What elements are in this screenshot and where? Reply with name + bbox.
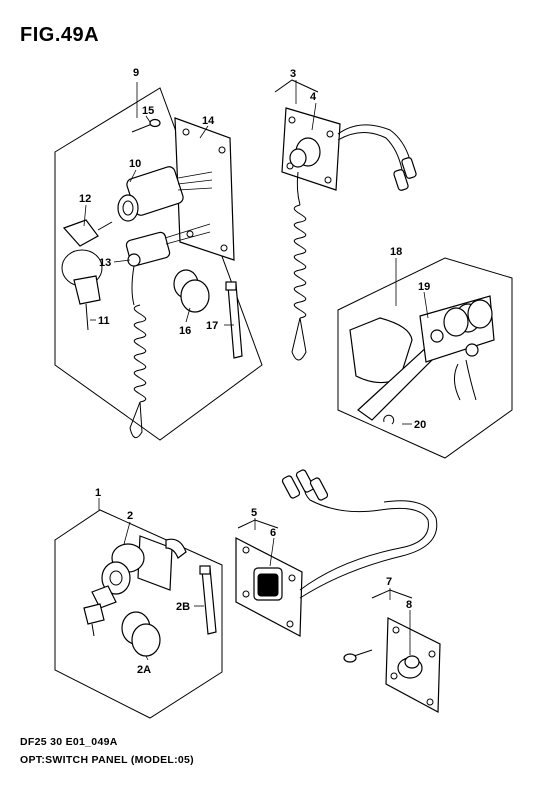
screw-15 (131, 118, 161, 133)
group-7-switch-plate (343, 589, 441, 713)
callout-16: 16 (179, 325, 191, 337)
figure-title: FIG.49A (20, 24, 100, 46)
clip-20 (383, 414, 395, 425)
cable-tie-17 (225, 281, 243, 359)
cap-2A (121, 611, 161, 657)
callout-leaders (83, 80, 429, 661)
callout-8: 8 (406, 599, 412, 611)
callout-5: 5 (251, 507, 257, 519)
cap-16 (173, 269, 210, 313)
callout-18: 18 (390, 246, 402, 258)
group-18-bracket-kit (337, 257, 513, 459)
plate-14 (174, 117, 235, 261)
callout-9: 9 (133, 67, 139, 79)
group-1-outline (54, 509, 223, 719)
callout-13: 13 (99, 257, 111, 269)
screw-7 (343, 649, 373, 663)
key-set-1 (83, 585, 117, 637)
key-11 (61, 249, 103, 331)
group-9-ignition-kit (54, 87, 263, 441)
callout-3: 3 (290, 68, 296, 80)
group-9-outline (54, 87, 263, 441)
callout-20: 20 (414, 419, 426, 431)
group-1-switch-kit (54, 509, 223, 719)
bracket-arm (349, 317, 413, 384)
callout-4: 4 (310, 91, 317, 103)
callout-12: 12 (79, 193, 91, 205)
group-7-bracket (371, 589, 413, 599)
callout-17: 17 (206, 320, 218, 332)
group-3-stop-switch (274, 79, 417, 361)
callout-7: 7 (386, 576, 392, 588)
callout-1: 1 (95, 487, 101, 499)
callout-15: 15 (142, 105, 154, 117)
callout-6: 6 (270, 527, 276, 539)
group-3-bracket (274, 79, 319, 93)
group-18-outline (337, 257, 513, 459)
drawing-code: DF25 30 E01_049A (20, 736, 118, 748)
callout-10: 10 (129, 158, 141, 170)
callout-2: 2 (127, 510, 133, 522)
group-5-switch-panel (235, 469, 438, 637)
callout-11: 11 (98, 315, 110, 327)
cable-tie-2B (199, 565, 217, 635)
stop-switch-13 (125, 223, 211, 439)
callout-14: 14 (202, 115, 215, 127)
figure-caption: OPT:SWITCH PANEL (MODEL:05) (20, 754, 194, 766)
ignition-switch-10 (117, 166, 213, 222)
key-12 (62, 219, 113, 247)
callout-2B: 2B (176, 601, 190, 613)
callout-19: 19 (418, 281, 430, 293)
callout-2A: 2A (137, 664, 151, 676)
